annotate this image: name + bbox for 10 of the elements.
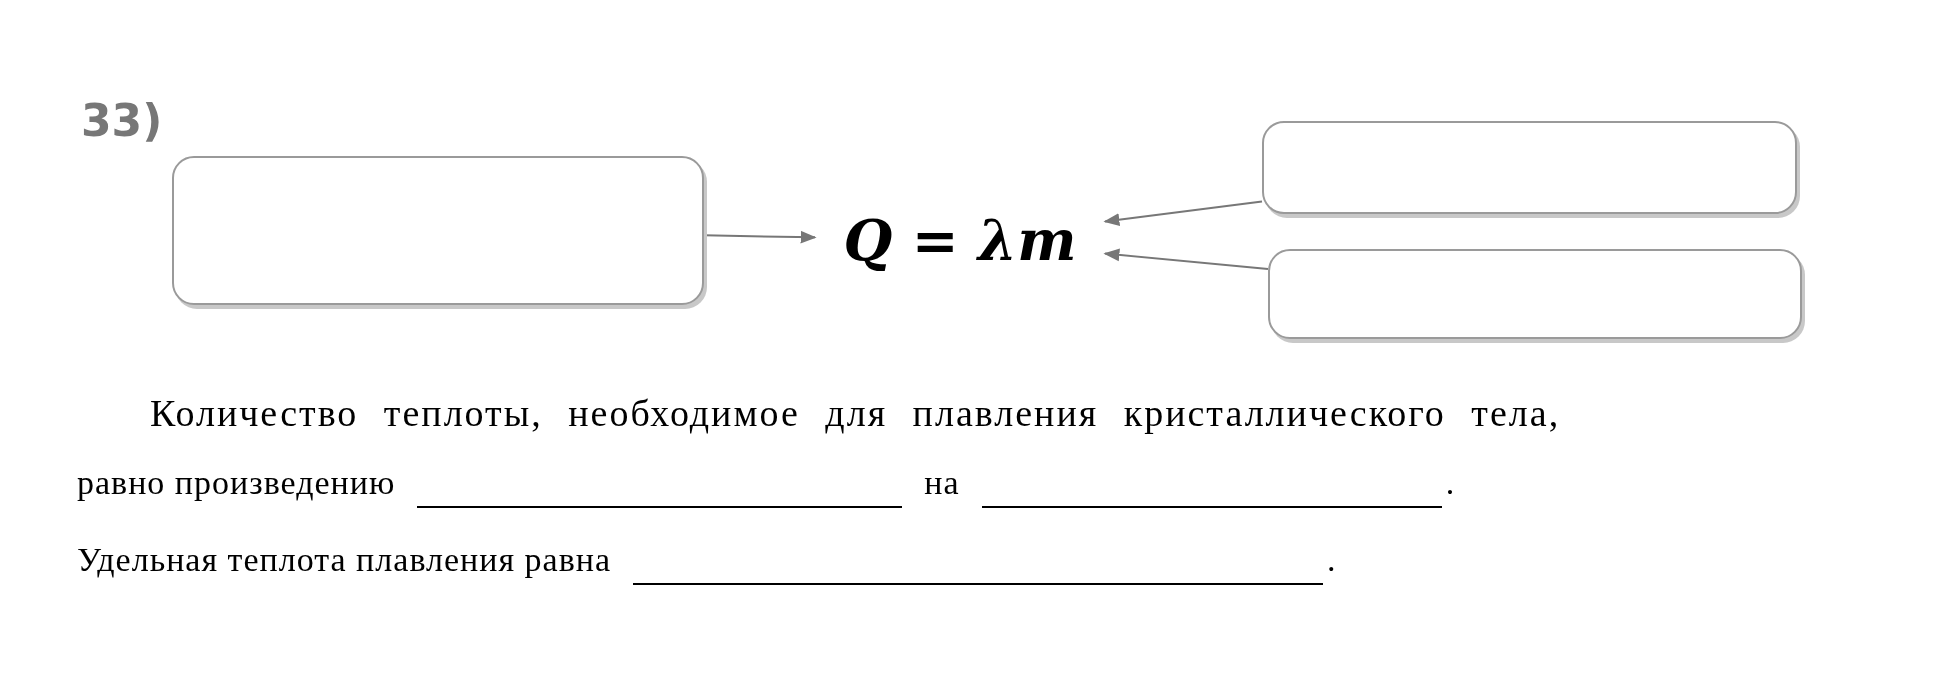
period-text: .: [1445, 464, 1456, 501]
period-text: .: [1327, 541, 1337, 578]
arrow: [1103, 248, 1269, 270]
sentence-text: на: [924, 463, 960, 503]
formula: Q = λm: [815, 205, 1105, 275]
sentence-text: Количество теплоты, необходимое для плавления кристаллического тела,: [150, 392, 1561, 434]
sentence-text: Удельная теплота плавления равна: [77, 540, 611, 580]
task-number: 33): [81, 95, 163, 146]
arrow: [1103, 200, 1263, 227]
sentence-text: равно произведению: [77, 463, 396, 503]
